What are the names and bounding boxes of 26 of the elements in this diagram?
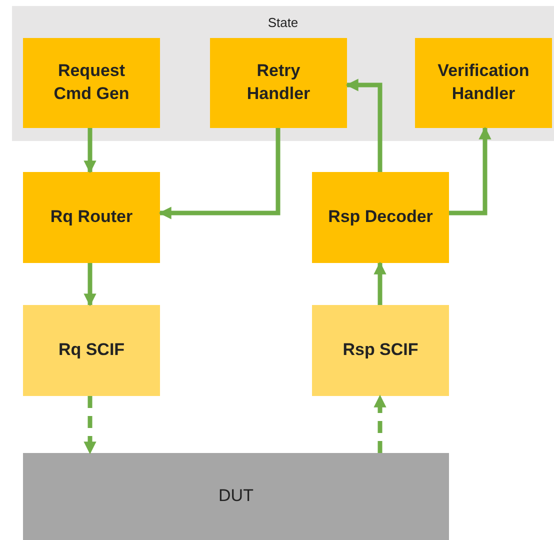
process-box [312,172,449,263]
process-box [23,172,160,263]
arrow [346,78,382,172]
arrow [158,128,280,220]
process-box [210,38,347,128]
box-label: DUT [218,485,254,508]
box-label: Rsp Decoder [327,206,434,228]
device-box [23,453,449,540]
arrow [84,396,96,454]
arrow [84,263,96,306]
box-label: Retry Handler [246,60,312,105]
arrow [374,262,386,305]
box-label: Rq Router [49,206,134,228]
interface-box [312,305,449,396]
arrow [84,128,96,174]
process-box [23,38,160,128]
group-title: State [268,14,298,32]
box-label: Verification Handler [436,60,530,105]
box-label: Rsp SCIF [342,339,420,362]
box-label: Rq SCIF [57,339,126,362]
arrow [374,394,386,453]
process-box [415,38,552,128]
arrow [449,126,492,216]
state-band [12,6,554,141]
interface-box [23,305,160,396]
box-label: Request Cmd Gen [52,60,130,105]
